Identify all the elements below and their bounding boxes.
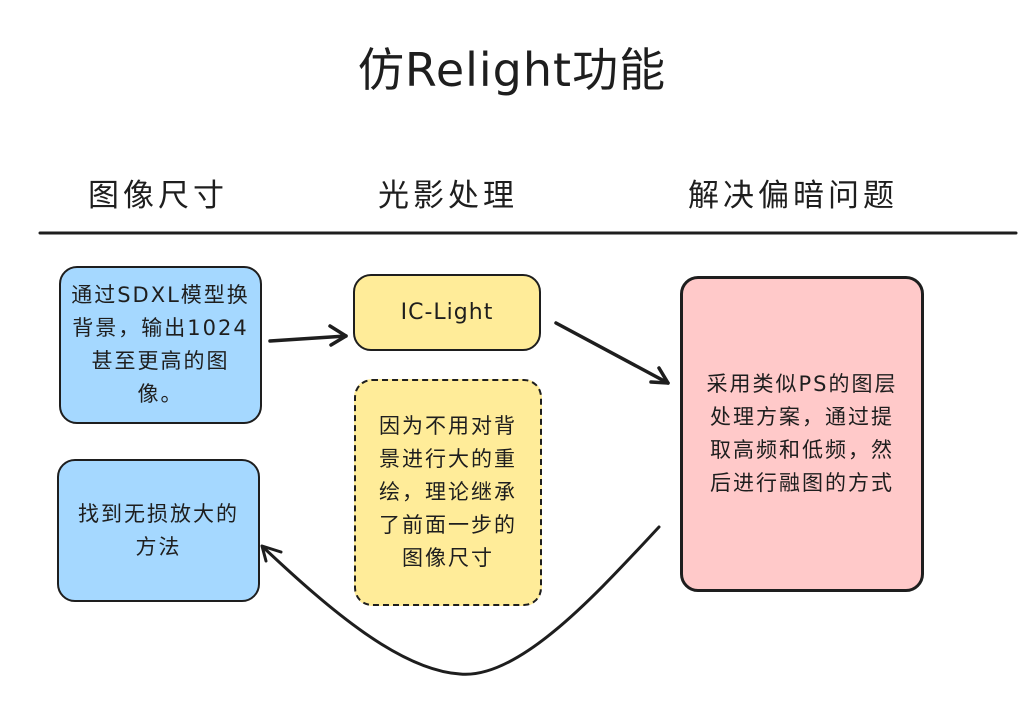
box-darkfix-text: 采用类似PS的图层处理方案，通过提取高频和低频，然后进行融图的方式	[706, 372, 898, 495]
box-sdxl-text: 通过SDXL模型换背景，输出1024甚至更高的图像。	[71, 283, 250, 406]
column-header-darkness-fix: 解决偏暗问题	[688, 178, 898, 214]
box-iclight-text: IC-Light	[400, 300, 494, 325]
box-layer-frequency-separation[interactable]: 采用类似PS的图层处理方案，通过提取高频和低频，然后进行融图的方式	[680, 276, 924, 592]
box-note-image-size-inherited[interactable]: 因为不用对背景进行大的重绘，理论继承了前面一步的图像尺寸	[354, 379, 542, 606]
box-ic-light[interactable]: IC-Light	[353, 274, 541, 351]
box-upscale-text: 找到无损放大的方法	[78, 501, 239, 559]
box-note-text: 因为不用对背景进行大的重绘，理论继承了前面一步的图像尺寸	[379, 414, 517, 570]
arrow-sdxl-to-iclight[interactable]	[268, 324, 348, 347]
column-header-image-size: 图像尺寸	[88, 178, 228, 214]
diagram-title: 仿Relight功能	[357, 43, 667, 97]
column-header-lighting: 光影处理	[378, 178, 518, 214]
box-lossless-upscale[interactable]: 找到无损放大的方法	[57, 459, 260, 602]
box-sdxl-background[interactable]: 通过SDXL模型换背景，输出1024甚至更高的图像。	[59, 266, 262, 424]
arrow-iclight-to-darkfix[interactable]	[554, 321, 670, 385]
